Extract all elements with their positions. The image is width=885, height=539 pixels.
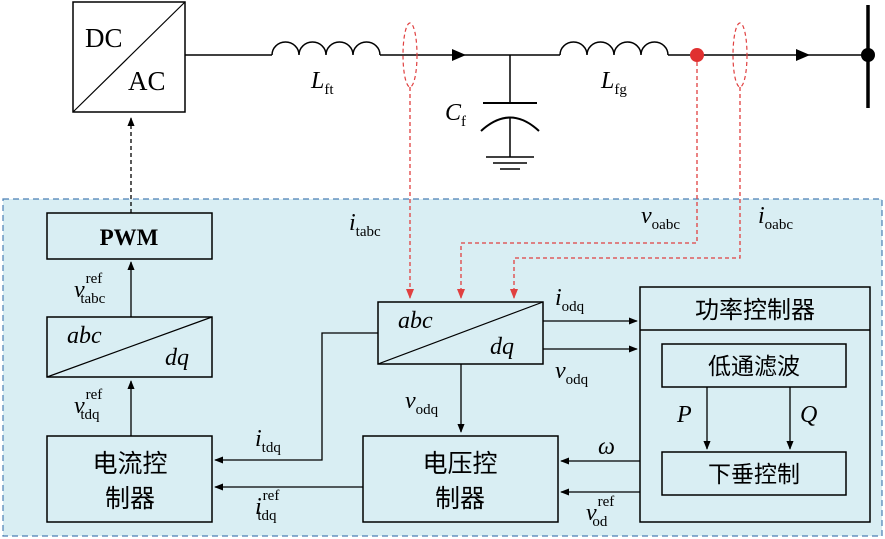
abc-dq-center-bottom: dq	[490, 334, 514, 360]
measurement-signals	[406, 62, 741, 299]
voltage-controller-block: 电压控 制器	[362, 435, 559, 523]
current-direction-arrow-1	[452, 49, 466, 61]
droop-control-block: 下垂控制	[661, 451, 847, 496]
abc-dq-left-block: abc dq	[46, 316, 213, 378]
current-sensor-oabc	[732, 22, 748, 88]
lowpass-filter-block: 低通滤波	[661, 343, 847, 388]
droop-control-label: 下垂控制	[708, 462, 800, 488]
power-line	[185, 41, 866, 56]
p-label: P	[676, 402, 692, 428]
current-controller-block: 电流控 制器	[46, 435, 213, 523]
inductor-ft-label: Lft	[310, 68, 334, 98]
i-tdq-label: itdq	[255, 426, 281, 456]
capacitor-cf-label: Cf	[445, 100, 466, 130]
inductor-ft-coil	[271, 41, 381, 56]
inductor-fg-label: Lfg	[600, 68, 627, 98]
power-controller-title: 功率控制器	[695, 296, 815, 324]
meas-i-tabc-label: itabc	[349, 210, 381, 240]
current-controller-line1: 电流控	[92, 449, 167, 478]
dc-ac-converter: DC AC	[72, 1, 186, 113]
voltage-controller-line2: 制器	[435, 484, 485, 513]
v-odq-down-label: vodq	[405, 388, 439, 418]
voltage-sensor-node	[690, 48, 704, 62]
current-controller-line2: 制器	[105, 484, 155, 513]
grid-node-dot	[861, 48, 875, 62]
converter-dc-label: DC	[85, 23, 123, 53]
converter-ac-label: AC	[128, 66, 166, 96]
current-direction-arrow-2	[796, 49, 810, 61]
capacitor-cf	[480, 55, 540, 170]
lowpass-filter-label: 低通滤波	[708, 354, 800, 380]
q-label: Q	[800, 402, 817, 428]
abc-dq-center-block: abc dq	[377, 301, 544, 365]
meas-v-oabc-label: voabc	[641, 203, 680, 233]
v-odq-right-label: vodq	[555, 358, 589, 388]
pwm-block: PWM	[46, 212, 213, 260]
pwm-label: PWM	[100, 225, 159, 250]
omega-label: ω	[598, 434, 615, 460]
control-wires	[127, 261, 794, 496]
current-sensor-tabc	[402, 22, 418, 88]
inductor-fg-coil	[559, 41, 669, 56]
abc-dq-center-top: abc	[398, 308, 433, 334]
wire-i-tdq	[214, 332, 378, 464]
abc-dq-left-top: abc	[67, 323, 102, 349]
voltage-controller-line1: 电压控	[422, 449, 497, 478]
i-odq-label: iodq	[555, 285, 585, 315]
abc-dq-left-bottom: dq	[165, 345, 189, 371]
meas-i-oabc-label: ioabc	[758, 203, 793, 233]
